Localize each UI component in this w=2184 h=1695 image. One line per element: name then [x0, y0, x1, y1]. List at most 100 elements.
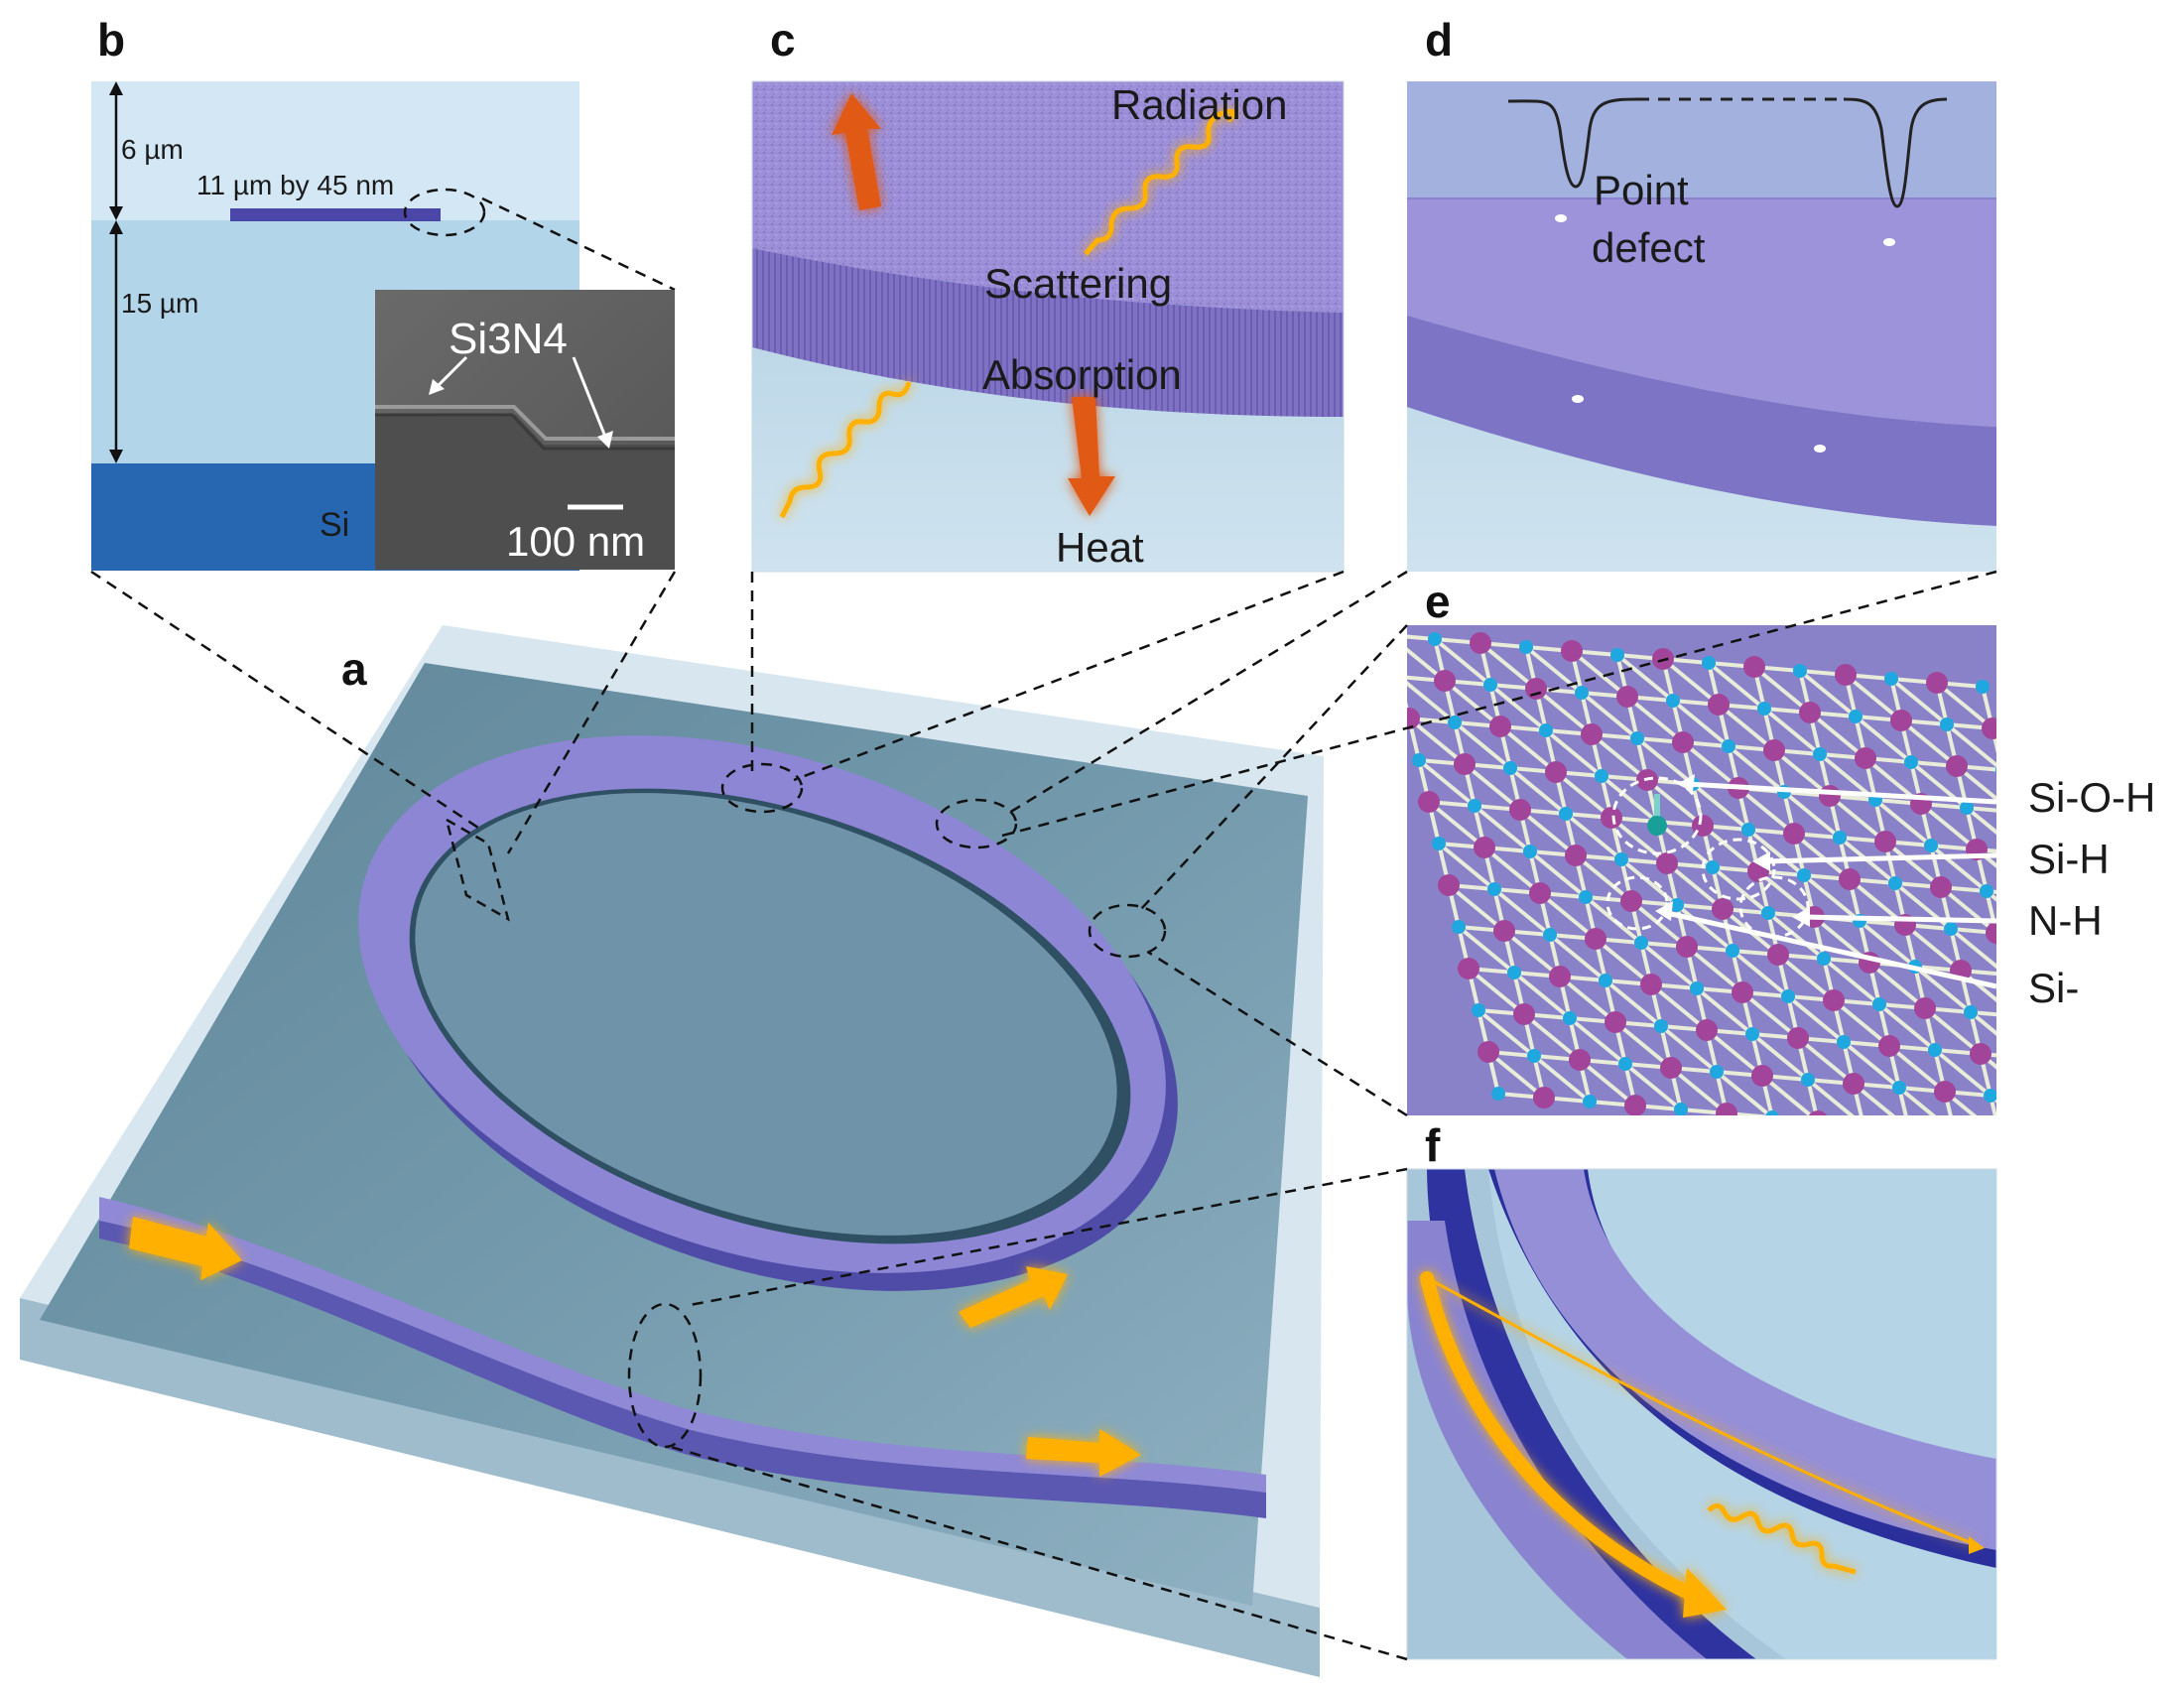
panel-label-f: f — [1425, 1119, 1441, 1171]
lattice-bond — [1897, 1087, 1908, 1115]
lattice-bond — [1808, 711, 1867, 760]
nitrogen-atom — [1539, 723, 1553, 737]
lattice-bond — [1570, 649, 1629, 699]
heat-label: Heat — [1056, 524, 1144, 571]
lattice-bond — [1772, 748, 1832, 798]
lattice-bond — [1695, 986, 1754, 1036]
silicon-atom — [1874, 831, 1896, 852]
lattice-bond — [1443, 679, 1502, 728]
lattice-bond — [1433, 637, 1492, 687]
nitrogen-atom — [1849, 710, 1863, 723]
nitrogen-atom — [1654, 1019, 1668, 1033]
nitrogen-atom — [1781, 989, 1795, 1003]
silicon-atom — [1839, 868, 1861, 890]
lattice-bond — [1691, 782, 1750, 832]
zoom-ellipse-f — [627, 1302, 703, 1449]
lattice-bond — [1407, 647, 1447, 683]
lattice-bond — [1877, 1002, 1937, 1052]
lattice-bond — [1407, 717, 1467, 766]
lattice-bond — [1635, 736, 1695, 786]
silicon-atom — [1407, 708, 1420, 729]
point-defect-marker — [1555, 214, 1567, 222]
silicon-atom — [1605, 1011, 1626, 1033]
pointer-arrow — [572, 356, 607, 438]
lattice-bond — [1858, 919, 1917, 969]
lattice-bond — [1580, 691, 1639, 740]
nitrogen-atom — [1666, 694, 1680, 708]
lattice-bond — [1776, 953, 1836, 1002]
lattice-bond — [1578, 1058, 1637, 1108]
lattice-bond — [1903, 923, 1963, 973]
waveguide-sidewall — [1407, 316, 1996, 526]
silicon-atom — [1855, 747, 1876, 769]
lattice-bond — [1887, 1044, 1947, 1094]
absorption-label: Absorption — [982, 351, 1182, 398]
nitrogen-atom — [1813, 747, 1827, 761]
lattice-bond — [1969, 1010, 1996, 1036]
lattice-bond — [1568, 1016, 1627, 1066]
silicon-atom — [1990, 1126, 2011, 1148]
lattice-bond — [2026, 1058, 2072, 1062]
lattice-bond — [1933, 1048, 1992, 1098]
lattice-bond — [1965, 806, 1996, 836]
silicon-atom — [1898, 1118, 1920, 1140]
nitrogen-atom — [1634, 936, 1648, 950]
lattice-bond — [1913, 965, 1973, 1014]
lattice-bond — [1615, 653, 1675, 703]
lattice-bond — [1564, 812, 1623, 861]
silicon-atom — [1982, 717, 1996, 739]
nitrogen-atom — [1507, 966, 1521, 979]
bus-waveguide-sidewall — [99, 1203, 1266, 1518]
lattice-bond — [1407, 634, 1436, 641]
lattice-bond — [1522, 1012, 1582, 1062]
nitrogen-atom — [1559, 807, 1573, 821]
nitrogen-atom — [2075, 1097, 2089, 1110]
lattice-bond — [1985, 889, 1996, 902]
nitrogen-atom — [1857, 1118, 1870, 1132]
silicon-atom — [1601, 807, 1622, 829]
nitrogen-atom — [2019, 1051, 2033, 1065]
lattice-bond — [1528, 849, 1588, 899]
lattice-bond — [2036, 1100, 2092, 1145]
bus-waveguide-top — [1407, 1221, 1707, 1659]
nitrogen-atom — [1928, 1043, 1942, 1057]
nitrogen-atom — [1940, 717, 1954, 731]
connector-lines — [90, 570, 1997, 1661]
lattice-bond — [2016, 1016, 2062, 1020]
nitrogen-atom — [1995, 766, 1996, 774]
panel-e: e Si-O-H Si-H N-H Si- — [1392, 576, 2155, 1156]
lattice-bond — [1842, 1040, 1901, 1090]
si-o-h-highlight — [1611, 776, 1703, 855]
nitrogen-atom — [1523, 845, 1537, 858]
nitrogen-atom — [1468, 799, 1481, 813]
silicon-atom — [1474, 837, 1495, 858]
nitrogen-atom — [1472, 1003, 1485, 1017]
nitrogen-atom — [1432, 837, 1446, 850]
point-defect-marker — [1814, 445, 1826, 453]
lattice-bond — [1909, 1129, 1955, 1133]
silicon-atom — [1787, 1027, 1809, 1049]
radiation-label: Radiation — [1111, 81, 1287, 128]
lattice-bond — [1558, 975, 1617, 1024]
lattice-bond — [1538, 891, 1598, 941]
nitrogen-atom — [1392, 670, 1406, 684]
lattice-bond — [1752, 665, 1812, 715]
silicon-atom — [1823, 989, 1845, 1011]
nitrogen-atom — [1702, 656, 1716, 670]
lattice-bond — [1675, 903, 1734, 953]
lattice-bond — [1518, 808, 1578, 857]
waveguide-top-surface — [752, 81, 1344, 313]
silicon-atom — [2081, 1134, 2103, 1156]
lattice-bond — [1844, 673, 1903, 722]
silicon-atom — [1454, 753, 1476, 775]
scattering-label: Scattering — [984, 260, 1172, 307]
arrow-head-icon — [109, 450, 123, 463]
silicon-atom — [1624, 1095, 1646, 1115]
lattice-bond — [1502, 929, 1562, 978]
silicon-atom — [1732, 981, 1753, 1003]
lattice-bond — [1613, 1020, 1673, 1070]
nitrogen-atom — [1964, 1005, 1978, 1019]
nitrogen-atom — [1706, 860, 1720, 874]
lattice-bond — [1943, 1090, 1978, 1115]
lattice-bond — [1590, 732, 1649, 782]
